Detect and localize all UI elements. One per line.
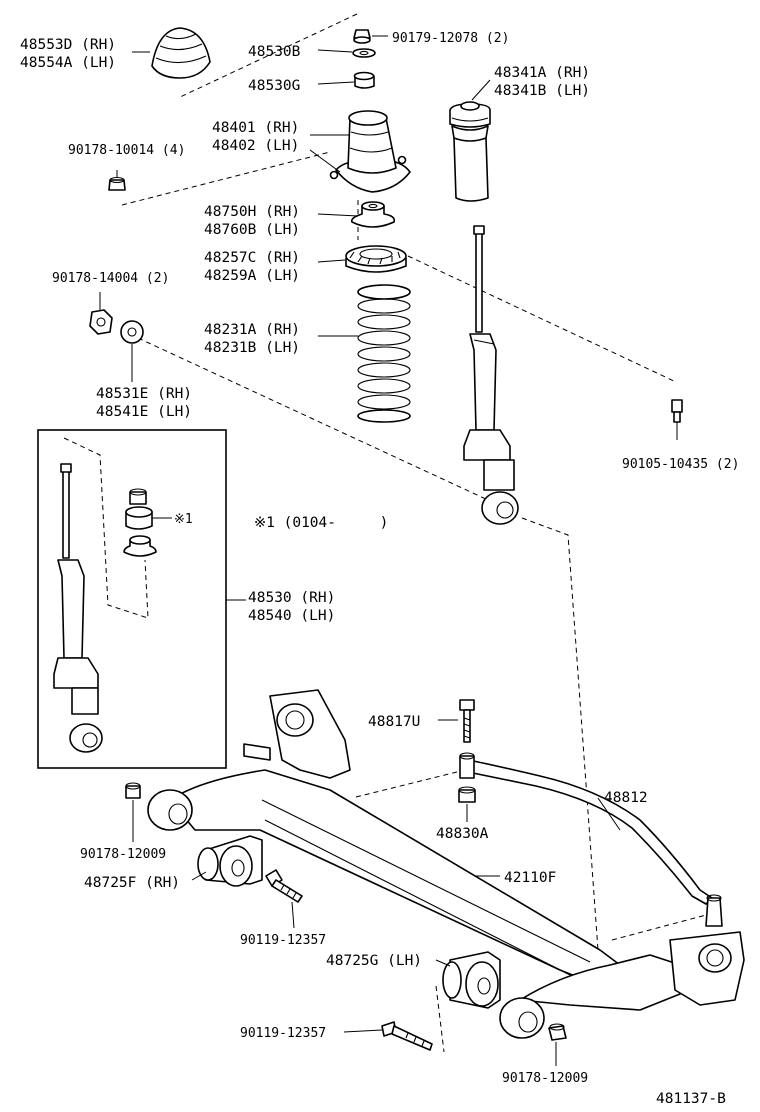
label-absorber-rh: 48530 (RH) <box>248 590 335 606</box>
dust-boot <box>151 27 211 79</box>
cushion-nut <box>89 309 113 335</box>
label-boot-rh: 48553D (RH) <box>20 37 116 53</box>
diagram-id: 481137-B <box>656 1091 726 1107</box>
label-absorber-lh: 48540 (LH) <box>248 608 335 624</box>
label-note-range: ※1 (0104- ) <box>254 515 388 531</box>
label-note-mark: ※1 <box>174 512 193 527</box>
label-cushion-lh: 48541E (LH) <box>96 404 192 420</box>
axle-beam <box>147 689 745 1039</box>
label-bush-lh: 48725G (LH) <box>326 953 422 969</box>
label-link-nut: 48830A <box>436 826 489 842</box>
label-bush-rh: 48725F (RH) <box>84 875 180 891</box>
inset-shock <box>53 463 103 753</box>
bushing-48530g <box>353 71 375 89</box>
coil-spring <box>357 284 411 423</box>
label-bolt-lower: 90119-12357 <box>240 1026 326 1041</box>
label-cushion-nut: 90178-14004 (2) <box>52 271 169 286</box>
label-bumper-lh: 48341B (LH) <box>494 83 590 99</box>
stabilizer-bar <box>467 759 723 927</box>
label-mount-nut: 90178-10014 (4) <box>68 143 185 158</box>
label-beam-nut-right: 90178-12009 <box>502 1071 588 1086</box>
shock-absorber <box>463 225 519 525</box>
washer-48530b <box>352 48 376 58</box>
beam-nut-right <box>548 1023 567 1041</box>
bound-bumper <box>449 101 491 202</box>
label-cushion-rh: 48531E (RH) <box>96 386 192 402</box>
spring-insulator <box>345 245 407 273</box>
inset-seat <box>123 535 157 557</box>
label-spring-rh: 48231A (RH) <box>204 322 300 338</box>
stopper-cushion <box>120 320 144 344</box>
inset-nut <box>129 488 147 505</box>
top-nut <box>353 29 371 44</box>
label-mount-lh: 48402 (LH) <box>212 138 299 154</box>
labels: 48553D (RH) 48554A (LH) 90179-12078 (2) … <box>20 31 739 1107</box>
label-mount-rh: 48401 (RH) <box>212 120 299 136</box>
label-right-bolt: 90105-10435 (2) <box>622 457 739 472</box>
label-insulator-rh: 48257C (RH) <box>204 250 300 266</box>
label-top-nut: 90179-12078 (2) <box>392 31 509 46</box>
label-bumper-rh: 48341A (RH) <box>494 65 590 81</box>
inset-frame <box>37 429 227 769</box>
label-spring-lh: 48231B (LH) <box>204 340 300 356</box>
bush-bolt-upper <box>265 869 303 903</box>
link-nut <box>458 786 476 803</box>
label-seat-rh: 48750H (RH) <box>204 204 300 220</box>
label-link-bolt: 48817U <box>368 714 420 730</box>
label-bolt-upper: 90119-12357 <box>240 933 326 948</box>
label-beam-nut-left: 90178-12009 <box>80 847 166 862</box>
bush-rh <box>197 835 263 887</box>
label-seat-lh: 48760B (LH) <box>204 222 300 238</box>
link-collar <box>459 752 475 779</box>
beam-nut-left <box>125 782 141 799</box>
label-boot-lh: 48554A (LH) <box>20 55 116 71</box>
bush-lh <box>442 951 501 1009</box>
label-insulator-lh: 48259A (LH) <box>204 268 300 284</box>
label-beam: 42110F <box>504 870 556 886</box>
link-bolt <box>459 699 475 743</box>
right-bolt <box>671 399 683 423</box>
inset-spacer <box>125 506 153 530</box>
label-stabilizer: 48812 <box>604 790 648 806</box>
mount-nut <box>108 176 126 191</box>
spring-upper-seat <box>350 201 396 228</box>
label-washer-b: 48530B <box>248 44 301 60</box>
bush-bolt-lower <box>381 1021 433 1051</box>
upper-support <box>329 110 411 193</box>
label-washer-g: 48530G <box>248 78 300 94</box>
